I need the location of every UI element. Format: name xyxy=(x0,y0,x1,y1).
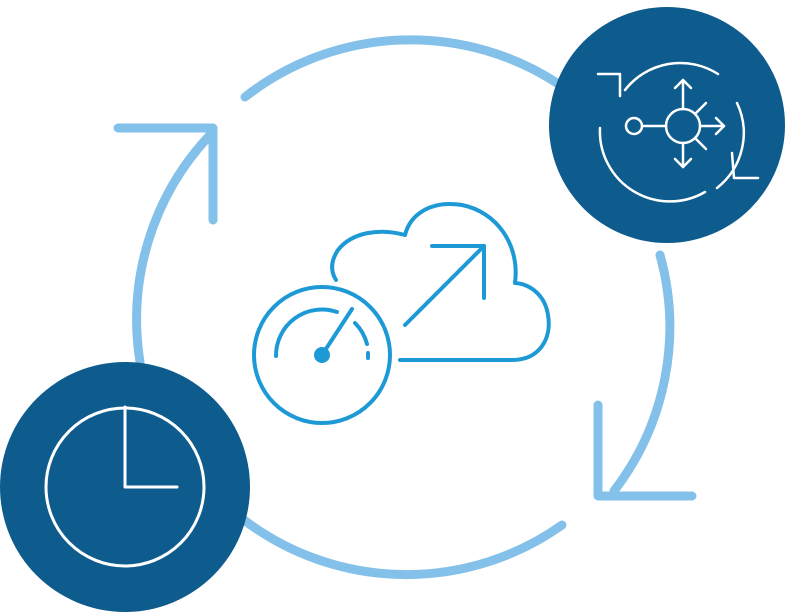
cycle-arc-bottom xyxy=(239,515,567,580)
top-right-badge xyxy=(549,7,785,243)
cycle-arc-top xyxy=(240,35,565,102)
cycle-arrows-icon xyxy=(113,35,697,580)
workflow-routing-icon xyxy=(596,61,760,203)
clock-icon xyxy=(44,405,206,568)
arrowhead-top-left xyxy=(113,123,218,225)
arrowhead-bottom-right xyxy=(593,400,697,501)
cloud-icon xyxy=(330,202,551,362)
growth-arrow-icon xyxy=(403,244,486,327)
cycle-arc-left xyxy=(132,130,215,367)
cycle-arc-right xyxy=(609,250,675,496)
bottom-left-badge xyxy=(0,362,250,612)
speedometer-icon xyxy=(252,285,392,425)
speedometer-cloud-growth-icon xyxy=(252,202,551,425)
